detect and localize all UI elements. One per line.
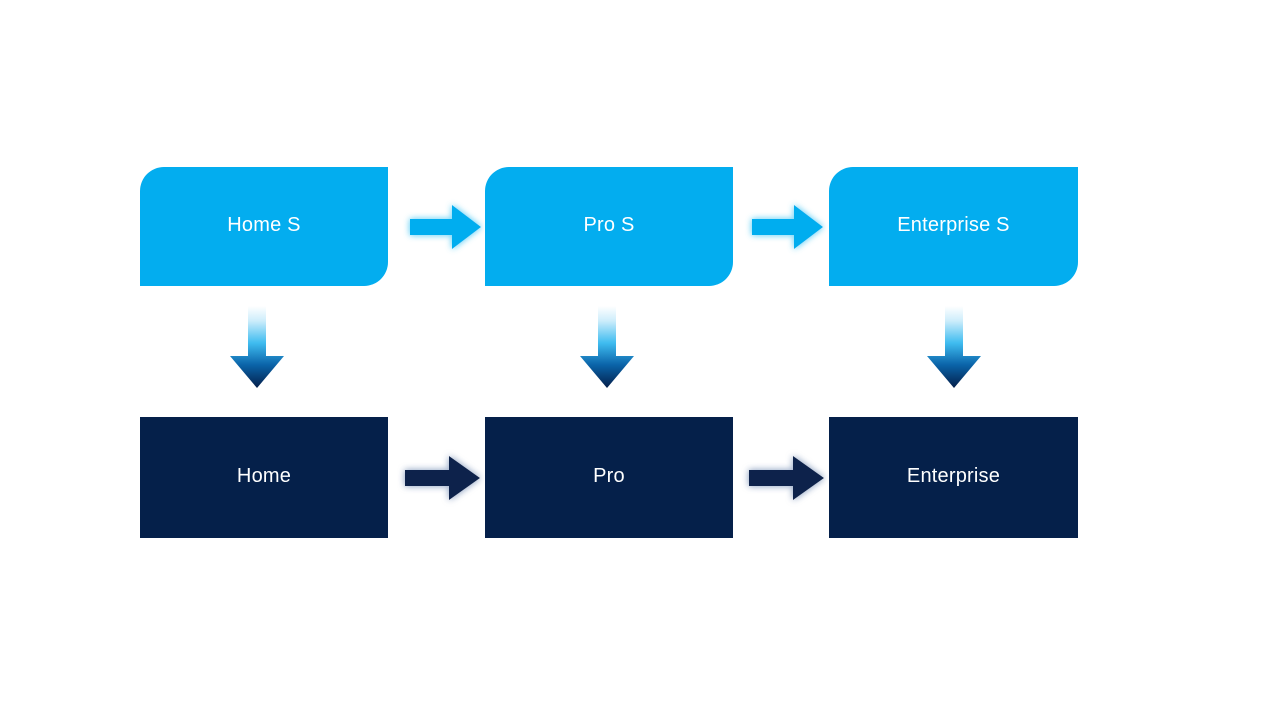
process-node-pro[interactable]: Pro <box>485 417 733 538</box>
process-node-label: Pro S <box>583 213 635 236</box>
process-node-label: Enterprise S <box>897 213 1010 236</box>
process-node-pro-s[interactable]: Pro S <box>485 167 733 286</box>
flow-arrow-enterprise-s-to-enterprise <box>925 306 983 390</box>
flow-arrow-pro-to-enterprise <box>748 454 826 502</box>
process-node-enterprise[interactable]: Enterprise <box>829 417 1078 538</box>
process-node-home[interactable]: Home <box>140 417 388 538</box>
flow-arrow-home-s-to-pro-s <box>409 203 483 251</box>
process-node-home-s[interactable]: Home S <box>140 167 388 286</box>
process-node-label: Home <box>236 464 292 487</box>
flow-arrow-pro-s-to-pro <box>578 306 636 390</box>
process-node-label: Pro <box>593 464 625 487</box>
flow-arrow-home-s-to-home <box>228 306 286 390</box>
process-node-enterprise-s[interactable]: Enterprise S <box>829 167 1078 286</box>
process-node-label: Enterprise <box>906 464 1001 487</box>
flow-arrow-home-to-pro <box>404 454 482 502</box>
flow-arrow-pro-s-to-enterprise-s <box>751 203 825 251</box>
process-node-label: Home S <box>227 213 301 236</box>
